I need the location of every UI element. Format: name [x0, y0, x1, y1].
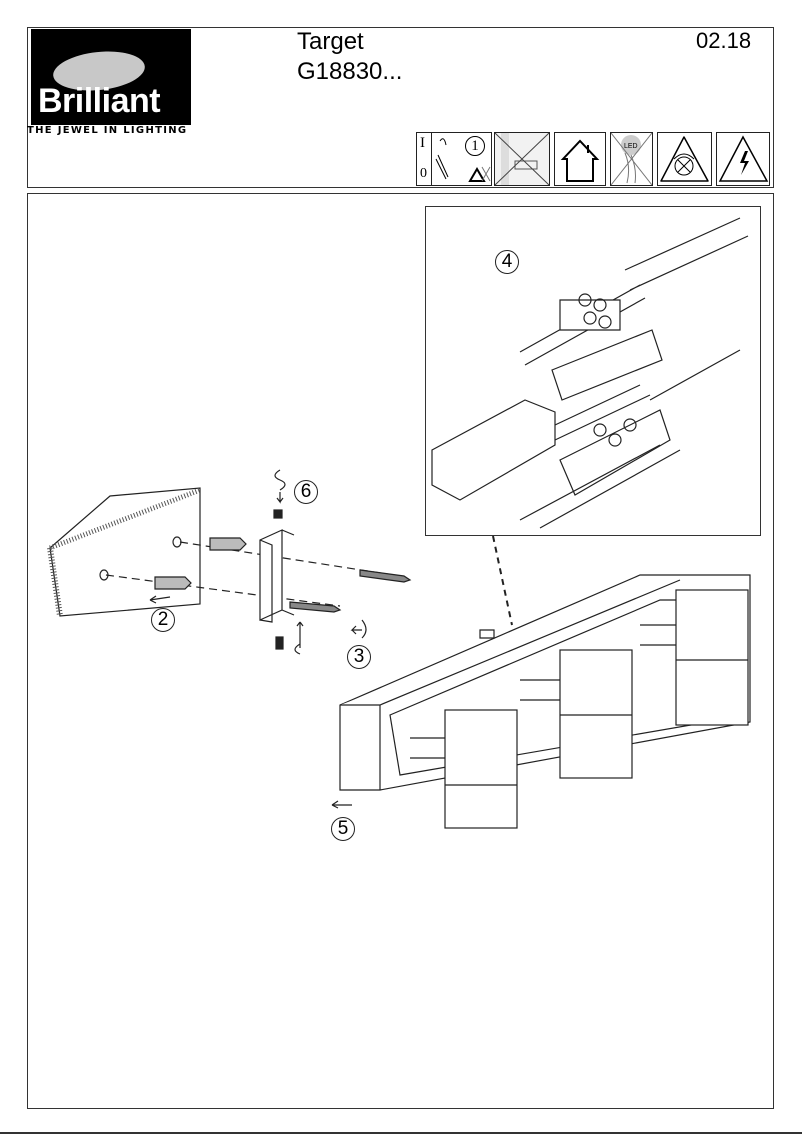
icon-label-off: 0: [420, 166, 427, 181]
electric-hazard-icon: [716, 132, 770, 186]
icon-label-led: LED: [624, 143, 638, 150]
led-no-touch-icon: LED: [610, 132, 653, 186]
logo-brand: Brilliant: [38, 82, 161, 120]
screw-lower: [289, 601, 342, 613]
wiring-terminal-illustration: [431, 217, 749, 529]
logo-tagline: THE JEWEL IN LIGHTING: [27, 125, 188, 136]
page-bottom-rule: [0, 1132, 802, 1134]
brilliant-logo: Brilliant: [31, 29, 191, 125]
document-date: 02.18: [696, 28, 752, 53]
step-3-label: 3: [347, 645, 371, 669]
indoor-use-icon: [554, 132, 606, 186]
wall-plug-upper: [209, 537, 247, 551]
step-4-label: 4: [495, 250, 519, 274]
wall-plug-lower: [154, 576, 192, 590]
icon-label-class: 1: [471, 138, 479, 154]
wall-illustration: [47, 487, 201, 617]
step-5-label: 5: [331, 817, 355, 841]
product-title: Target: [297, 28, 364, 55]
header-box: [27, 27, 774, 188]
no-drilling-icon: [494, 132, 550, 186]
wiring-detail-box: [425, 206, 761, 536]
step-2-label: 2: [151, 608, 175, 632]
dimmer-warning-icon: [657, 132, 712, 186]
product-model: G18830...: [297, 58, 403, 85]
mounting-bracket: [259, 529, 295, 623]
main-drawing-box: [27, 193, 774, 1109]
switch-off-class1-icon: I 0 1: [416, 132, 492, 186]
screw-upper: [359, 569, 412, 583]
step-6-label: 6: [294, 480, 318, 504]
icon-label-on: I: [420, 135, 425, 151]
light-fixture: [339, 574, 751, 829]
